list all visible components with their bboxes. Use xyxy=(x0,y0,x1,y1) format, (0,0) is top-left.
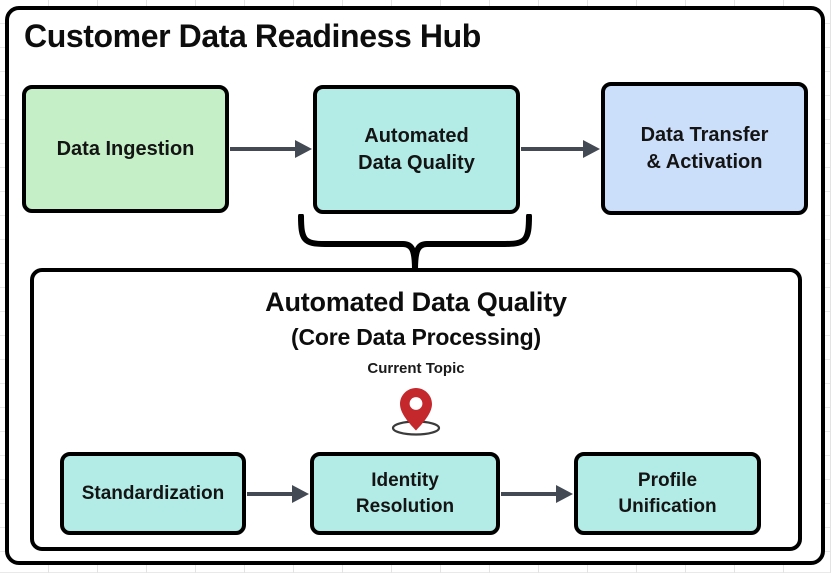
node-label-line-1: Automated xyxy=(364,125,469,148)
node-label-line-2: Data Quality xyxy=(358,151,475,174)
node-label-line-2: Unification xyxy=(618,495,717,517)
panel-title: Automated Data Quality xyxy=(265,287,567,317)
node-label-line-2: Resolution xyxy=(355,495,455,517)
node-data-ingestion[interactable]: Data Ingestion xyxy=(22,85,229,213)
arrow-head xyxy=(295,140,312,158)
node-identity-resolution[interactable]: Identity Resolution xyxy=(310,452,500,535)
node-standardization-label: Standardization xyxy=(81,482,225,504)
arrow-shaft xyxy=(521,147,583,151)
node-label-line-1: Identity xyxy=(371,470,439,492)
arrow-shaft xyxy=(501,492,556,496)
arrow-head xyxy=(556,485,573,503)
node-label-line-1: Profile xyxy=(637,470,698,492)
node-data-ingestion-label: Data Ingestion xyxy=(56,137,195,160)
page-title: Customer Data Readiness Hub xyxy=(24,18,481,54)
node-profile-unification[interactable]: Profile Unification xyxy=(574,452,761,535)
node-data-transfer-activation-label: Data Transfer & Activation xyxy=(641,122,769,175)
node-label-line-2: & Activation xyxy=(646,150,763,173)
node-identity-resolution-label: Identity Resolution xyxy=(356,468,454,518)
current-topic-label: Current Topic xyxy=(367,360,465,377)
node-automated-data-quality[interactable]: Automated Data Quality xyxy=(313,85,520,214)
node-label-line-1: Data Transfer xyxy=(640,124,769,147)
node-profile-unification-label: Profile Unification xyxy=(618,468,716,518)
arrow-shaft xyxy=(247,492,292,496)
arrow-head xyxy=(292,485,309,503)
node-data-transfer-activation[interactable]: Data Transfer & Activation xyxy=(601,82,808,215)
curly-brace-icon xyxy=(298,214,532,273)
node-automated-data-quality-label: Automated Data Quality xyxy=(358,123,475,176)
arrow-shaft xyxy=(230,147,295,151)
panel-subtitle: (Core Data Processing) xyxy=(291,324,541,350)
arrow-head xyxy=(583,140,600,158)
map-pin-icon xyxy=(391,388,441,436)
node-standardization[interactable]: Standardization xyxy=(60,452,246,535)
